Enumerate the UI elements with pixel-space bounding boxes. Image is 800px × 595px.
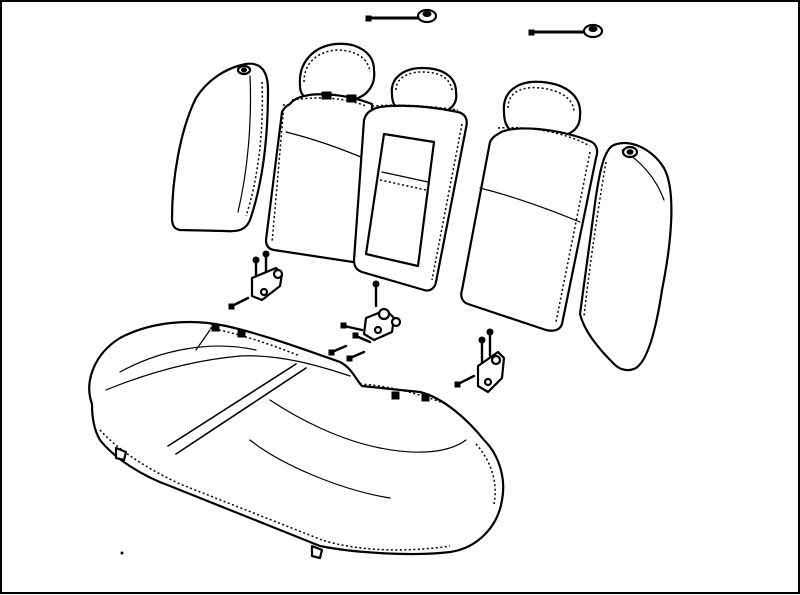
hinge-left-icon [229, 251, 282, 309]
headrest-guide-left-icon [366, 10, 436, 22]
stray-dot [121, 552, 123, 554]
right-backrest-icon [461, 128, 597, 331]
center-backrest-icon [354, 105, 467, 290]
headrest-guide-right-icon [529, 25, 602, 37]
left-bolster-icon [172, 64, 268, 232]
hinge-right-icon [455, 329, 504, 392]
seat-cushion-icon [89, 322, 503, 558]
right-bolster-icon [580, 143, 671, 370]
hinge-center-icon [329, 281, 400, 361]
